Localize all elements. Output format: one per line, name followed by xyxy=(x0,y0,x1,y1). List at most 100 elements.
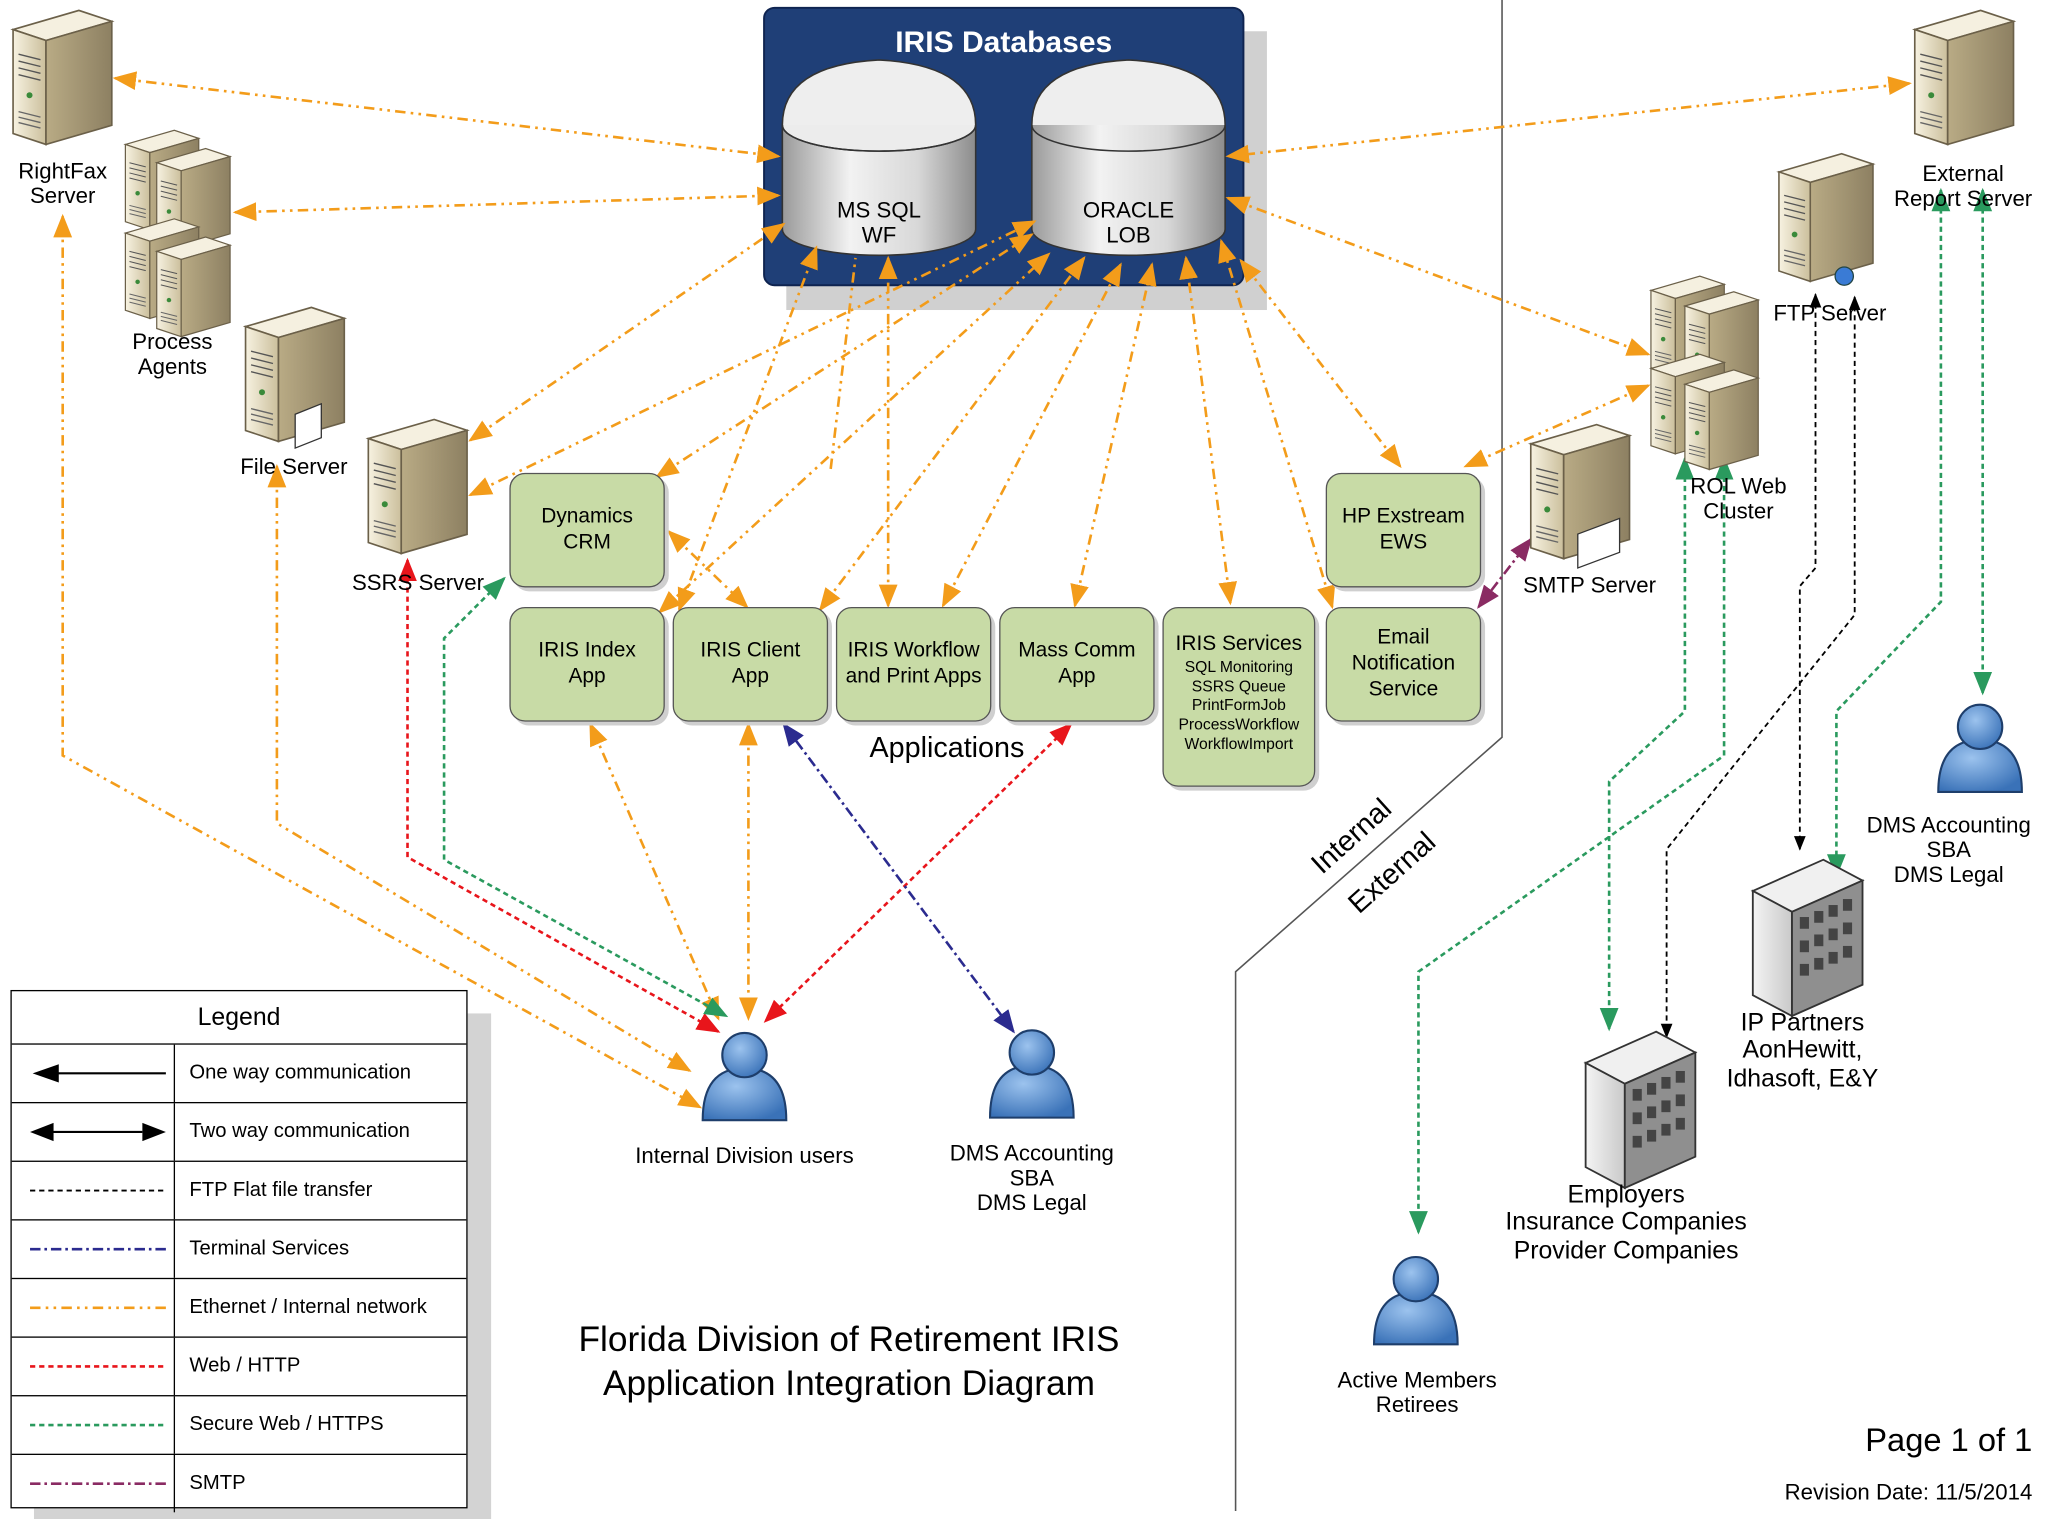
dynamics-crm-label: Dynamics CRM xyxy=(541,505,633,554)
link-rol-oracle xyxy=(1225,196,1651,356)
link-rightfax-users xyxy=(53,213,703,1109)
legend-row-https: Secure Web / HTTPS xyxy=(11,1396,467,1455)
dms-accounting-external-icon xyxy=(1937,703,2023,794)
oracle-label: ORACLE LOB xyxy=(1082,197,1175,248)
email-notification-app[interactable]: Email Notification Service xyxy=(1325,607,1482,722)
link-extreport-oracle xyxy=(1225,76,1912,164)
databases-title: IRIS Databases xyxy=(895,24,1113,59)
diagram-title: Florida Division of Retirement IRIS Appl… xyxy=(578,1319,1120,1403)
iris-client-label: IRIS Client App xyxy=(700,639,801,688)
legend-symbol-ethernet xyxy=(12,1279,176,1337)
dynamics-crm-app[interactable]: Dynamics CRM xyxy=(509,472,665,588)
file-server-icon[interactable] xyxy=(242,306,348,443)
link-agents-db xyxy=(232,186,781,222)
active-members-icon xyxy=(1372,1255,1459,1346)
link-masscomm-users-http xyxy=(763,722,1073,1023)
rol-web-cluster-label: ROL Web Cluster xyxy=(1690,474,1787,524)
internal-users-label: Internal Division users xyxy=(635,1143,854,1169)
active-members-label: Active Members Retirees xyxy=(1337,1367,1497,1418)
legend-row-one-way: One way communication xyxy=(11,1044,467,1104)
ftp-server-icon[interactable] xyxy=(1776,152,1876,283)
legend-symbol-http xyxy=(12,1337,176,1396)
legend-title: Legend xyxy=(11,991,467,1045)
rightfax-server-icon[interactable] xyxy=(10,9,115,146)
link-extreport-ip-https xyxy=(1827,187,1951,878)
dms-accounting-internal-icon xyxy=(988,1029,1075,1119)
link-email-smtp xyxy=(1477,537,1533,609)
legend-label: Secure Web / HTTPS xyxy=(189,1413,384,1436)
employers-building-icon xyxy=(1583,1030,1698,1190)
link-masscomm-mssql xyxy=(829,257,857,470)
link-fileserver-users xyxy=(267,463,692,1072)
legend-symbol-smtp xyxy=(12,1454,176,1513)
ftp-globe-icon xyxy=(1834,266,1855,286)
internal-external-divider xyxy=(1234,0,1503,1512)
legend-row-two-way: Two way communication xyxy=(11,1103,467,1162)
ssrs-server-label: SSRS Server xyxy=(351,570,484,596)
ftp-server-label: FTP Server xyxy=(1773,300,1887,326)
dms-internal-label: DMS Accounting SBA DMS Legal xyxy=(949,1141,1114,1216)
legend-symbol-two-way xyxy=(12,1103,176,1161)
link-masscomm-oracle xyxy=(1070,262,1157,608)
process-agents-icon-d[interactable] xyxy=(154,236,233,338)
link-rightfax-db xyxy=(112,71,781,164)
hp-exstream-app[interactable]: HP Exstream EWS xyxy=(1325,472,1482,588)
rightfax-server-label: RightFax Server xyxy=(18,158,108,209)
legend-symbol-terminal xyxy=(12,1220,176,1278)
legend-label: FTP Flat file transfer xyxy=(189,1178,373,1201)
smtp-server-label: SMTP Server xyxy=(1523,573,1656,598)
iris-workflow-label: IRIS Workflow and Print Apps xyxy=(845,639,982,688)
link-client-mssql xyxy=(677,245,818,612)
mass-comm-app[interactable]: Mass Comm App xyxy=(999,607,1155,722)
rol-web-cluster-icon-d[interactable] xyxy=(1682,369,1761,471)
external-report-server-label: External Report Server xyxy=(1893,161,2033,212)
smtp-envelope-icon xyxy=(1577,517,1621,569)
iris-services-app[interactable]: IRIS Services SQL Monitoring SSRS Queue … xyxy=(1162,607,1316,787)
legend-symbol-ftp xyxy=(12,1161,176,1220)
link-rol-employers-https xyxy=(1599,456,1695,1032)
link-rol-hp xyxy=(1463,384,1651,468)
oracle-database-cylinder xyxy=(1031,59,1226,257)
link-ftp-ip-ftp xyxy=(1793,292,1822,851)
dms-external-label: DMS Accounting SBA DMS Legal xyxy=(1866,812,2031,888)
iris-workflow-app[interactable]: IRIS Workflow and Print Apps xyxy=(835,607,992,722)
link-index-users xyxy=(589,722,720,1021)
email-notification-label: Email Notification Service xyxy=(1351,626,1456,701)
file-server-label: File Server xyxy=(240,454,348,480)
applications-group-label: Applications xyxy=(869,730,1025,764)
link-ssrs-users-http xyxy=(398,557,721,1033)
ip-partners-label: IP Partners AonHewitt, Idhasoft, E&Y xyxy=(1726,1009,1879,1093)
link-client-dms-terminal xyxy=(782,722,1015,1034)
legend-label: Terminal Services xyxy=(189,1237,350,1260)
legend-row-http: Web / HTTP xyxy=(11,1337,467,1397)
iris-client-app[interactable]: IRIS Client App xyxy=(672,607,829,722)
hp-exstream-label: HP Exstream EWS xyxy=(1342,505,1465,554)
legend-symbol-https xyxy=(12,1396,176,1454)
process-agents-label: Process Agents xyxy=(132,329,213,380)
external-report-server-icon[interactable] xyxy=(1912,9,2017,146)
file-server-document-icon xyxy=(294,402,322,450)
ssrs-server-icon[interactable] xyxy=(365,418,470,555)
link-hp-oracle xyxy=(1239,258,1402,469)
legend-label: Ethernet / Internal network xyxy=(189,1296,427,1319)
legend-label: One way communication xyxy=(189,1061,412,1084)
legend-row-ethernet: Ethernet / Internal network xyxy=(11,1279,467,1338)
iris-index-label: IRIS Index App xyxy=(538,639,636,688)
link-ssrs-db xyxy=(468,222,786,442)
iris-services-label: IRIS Services xyxy=(1175,633,1303,656)
ip-partners-building-icon xyxy=(1750,858,1865,1018)
legend-label: SMTP xyxy=(189,1471,246,1495)
mass-comm-label: Mass Comm App xyxy=(1018,639,1136,688)
link-ssrs-oracle xyxy=(468,220,1037,497)
link-ftp-employers-ftp xyxy=(1660,295,1861,1039)
internal-users-icon xyxy=(701,1031,788,1122)
iris-index-app[interactable]: IRIS Index App xyxy=(509,607,665,722)
page-number: Page 1 of 1 xyxy=(1865,1422,2033,1459)
legend-row-ftp: FTP Flat file transfer xyxy=(11,1161,467,1221)
legend-symbol-one-way xyxy=(12,1044,176,1102)
employers-label: Employers Insurance Companies Provider C… xyxy=(1505,1181,1747,1265)
revision-date: Revision Date: 11/5/2014 xyxy=(1784,1479,2033,1505)
legend-label: Web / HTTP xyxy=(189,1354,301,1377)
